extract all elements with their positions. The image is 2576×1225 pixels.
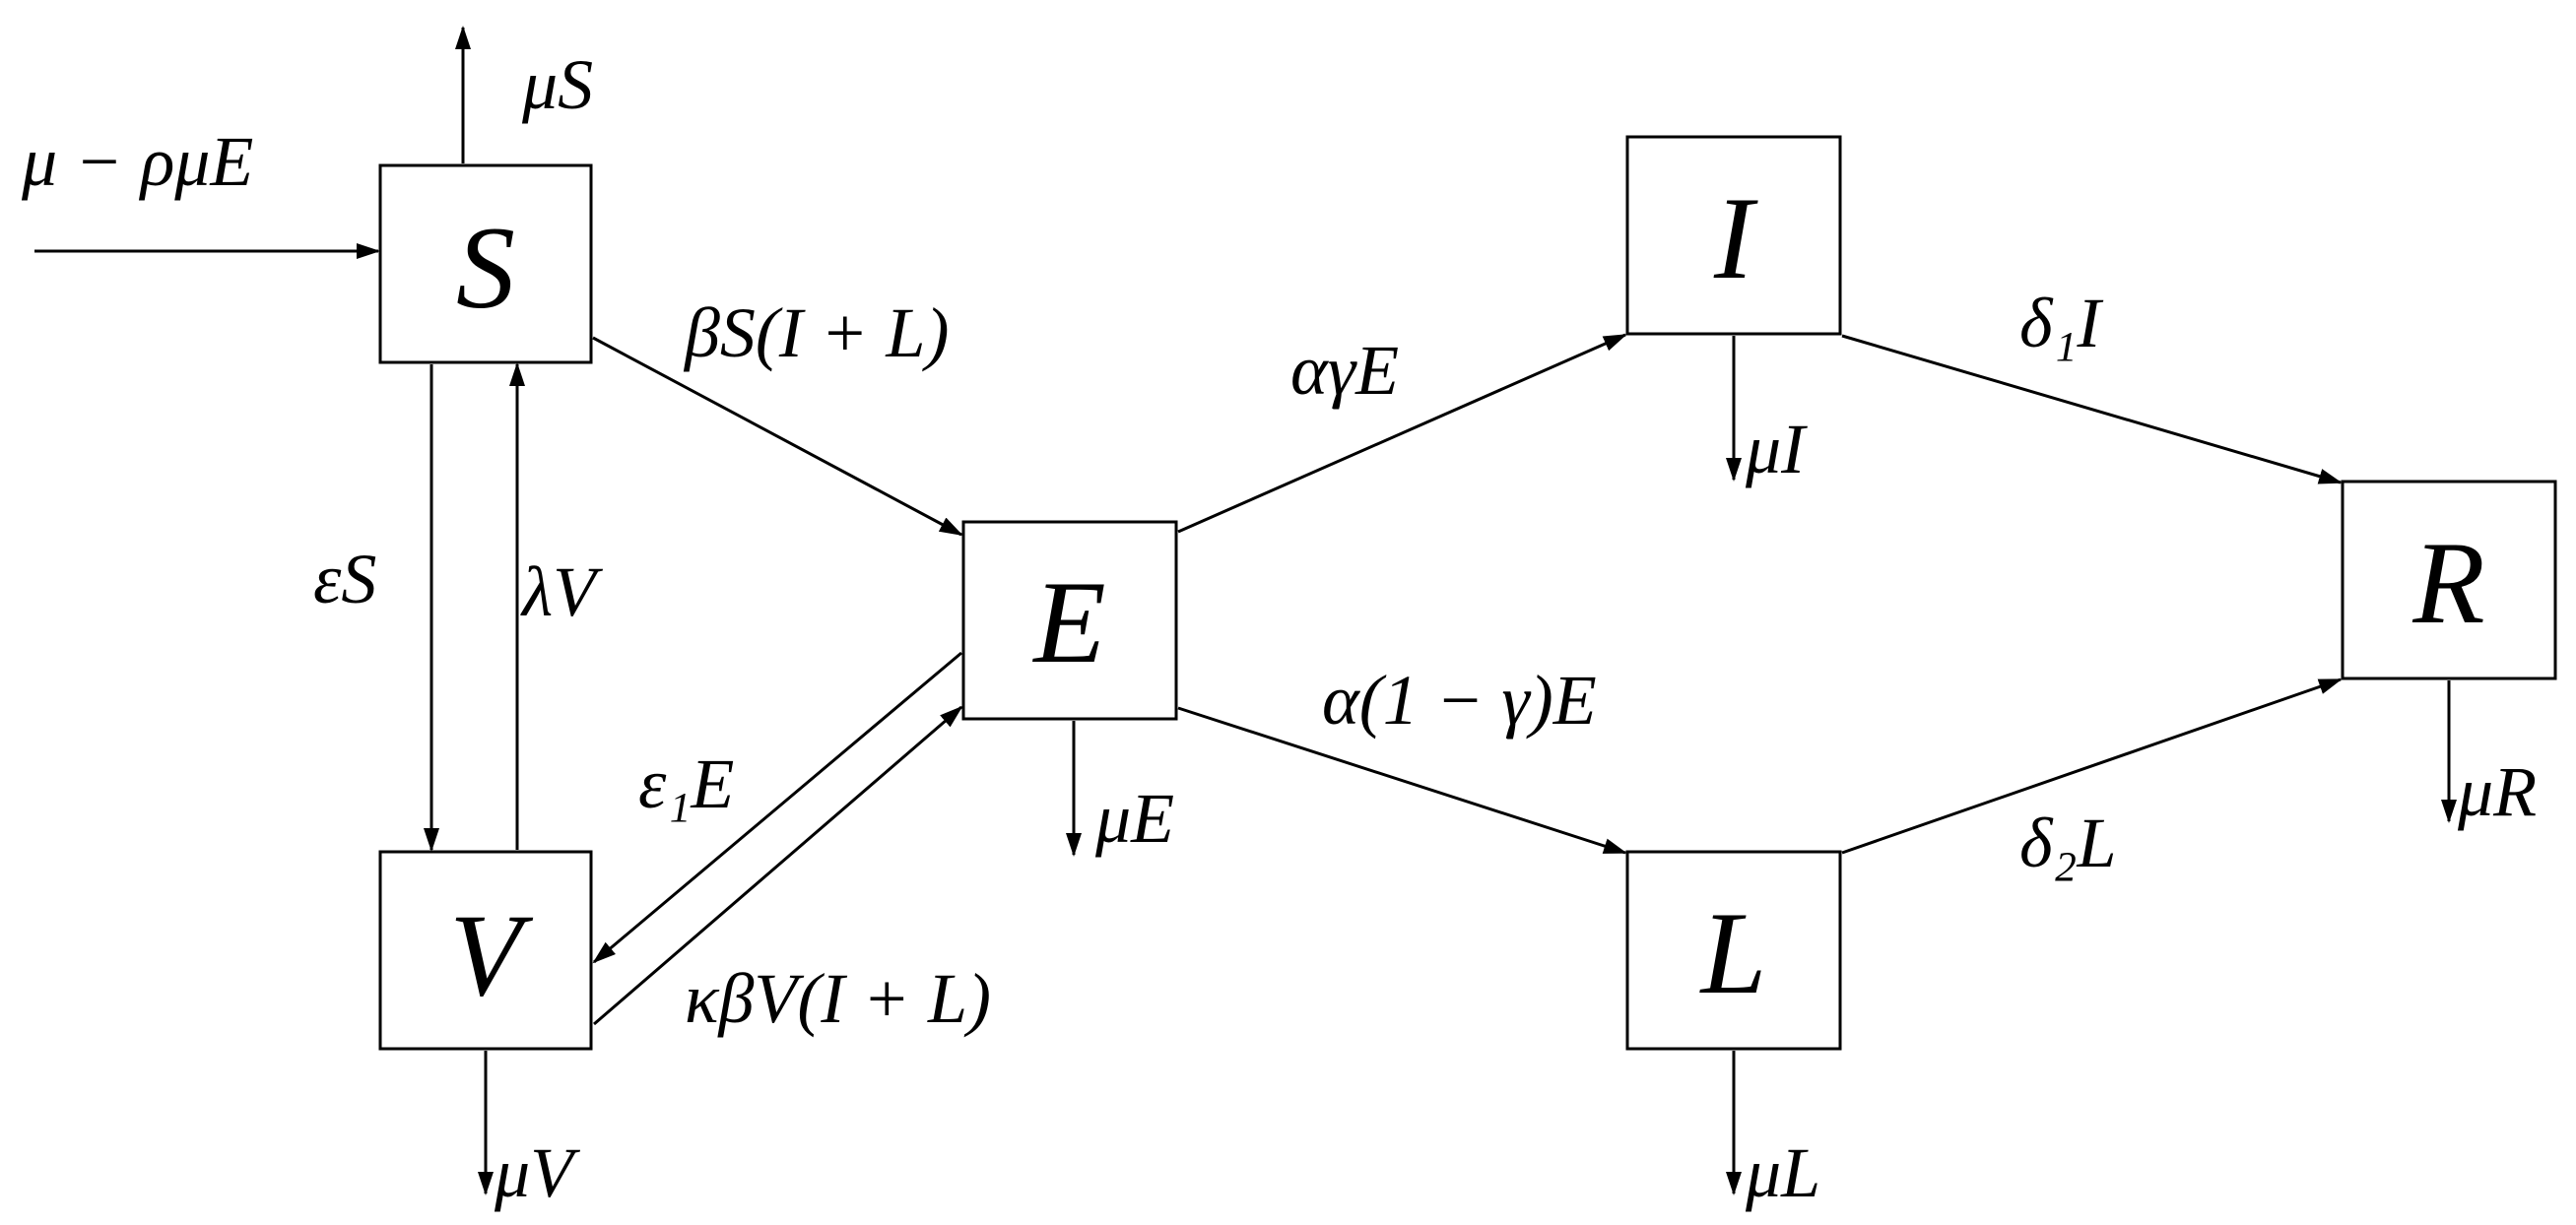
L-to-R-arrow (1841, 677, 2343, 855)
I-to-R-arrow (1841, 334, 2343, 484)
rate-death-L: μL (1745, 1133, 1820, 1212)
box-I (1625, 135, 1842, 336)
rate-S-to-E: βS(I + L) (683, 293, 949, 372)
rate-death-S: μS (521, 45, 593, 124)
box-E (961, 520, 1178, 721)
E-to-V-arrow (592, 651, 962, 964)
rate-death-V: μV (494, 1133, 580, 1212)
rate-I-to-R: δ₁I (2019, 284, 2104, 362)
node-label-E: E (1031, 556, 1105, 687)
node-label-S: S (456, 202, 515, 333)
node-label-I: I (1713, 172, 1758, 303)
E-to-I-arrow (1177, 333, 1627, 534)
node-label-R: R (2411, 517, 2484, 648)
rate-death-R: μR (2457, 752, 2537, 831)
rate-V-to-S: λV (520, 552, 603, 631)
rate-V-to-E: κβV(I + L) (685, 959, 991, 1038)
box-V (378, 850, 593, 1051)
node-label-L: L (1699, 887, 1767, 1018)
rate-S-to-V: εS (313, 540, 376, 618)
rate-E-to-L: α(1 − γ)E (1322, 661, 1597, 740)
box-L (1625, 850, 1842, 1051)
rate-E-to-V: ε₁E (638, 744, 734, 823)
rate-inflow: μ − ρμE (21, 122, 253, 201)
rate-death-I: μI (1745, 410, 1808, 488)
box-R (2341, 480, 2557, 680)
rate-E-to-I: αγE (1290, 331, 1399, 410)
V-to-E-arrow (593, 705, 963, 1026)
node-label-V: V (449, 889, 533, 1020)
rate-L-to-R: δ₂L (2019, 804, 2117, 882)
S-to-E-arrow (592, 336, 963, 537)
E-to-L-arrow (1177, 706, 1627, 855)
rate-death-E: μE (1094, 779, 1174, 858)
box-S (378, 163, 593, 364)
